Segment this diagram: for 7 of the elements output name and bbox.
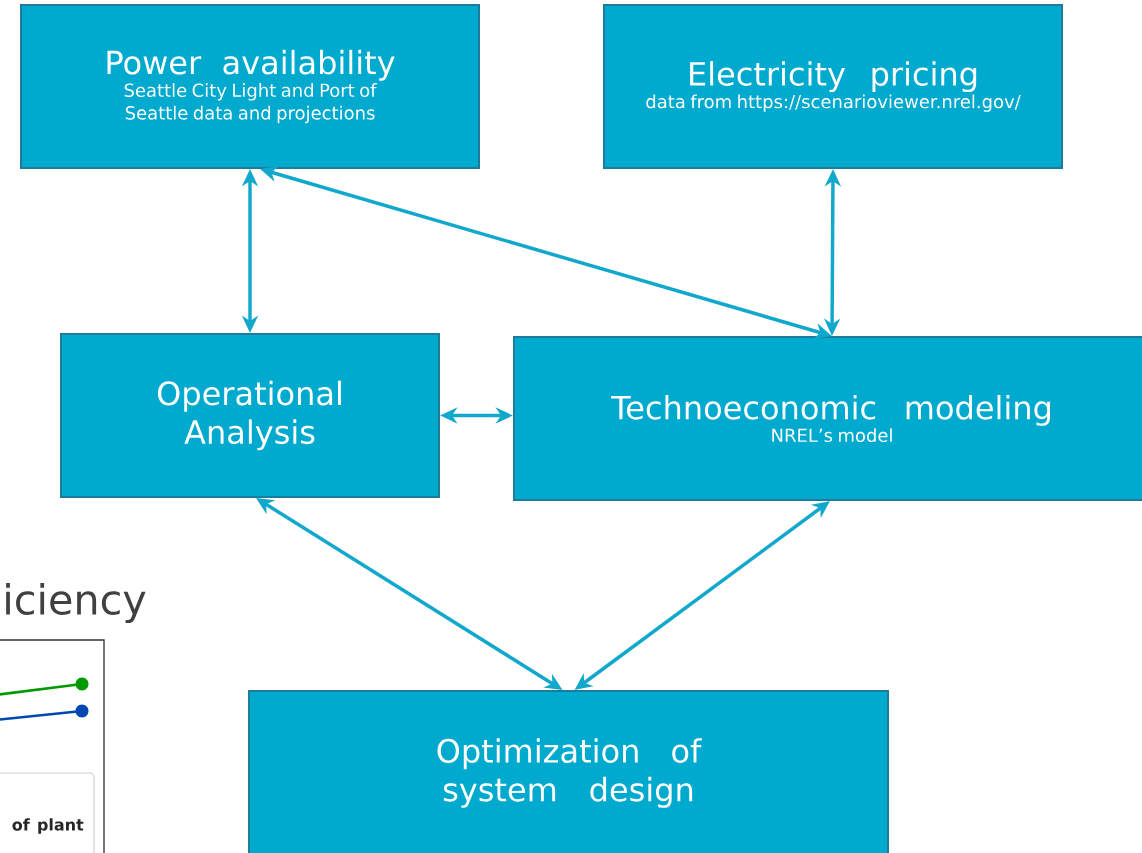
process-box: Electricity pricing data from https://scenarioviewer.nrel.gov/ [603,4,1063,169]
process-box: Technoeconomic modeling NREL’s model [513,336,1142,501]
process-box: Operational Analysis [60,333,440,498]
process-box: Power availability Seattle City Light and Port of Seattle data and projections [20,4,480,169]
process-box: Optimization of system design [248,690,889,853]
legend-text: of plant [12,818,84,834]
heading-text: iciency [6,583,146,623]
